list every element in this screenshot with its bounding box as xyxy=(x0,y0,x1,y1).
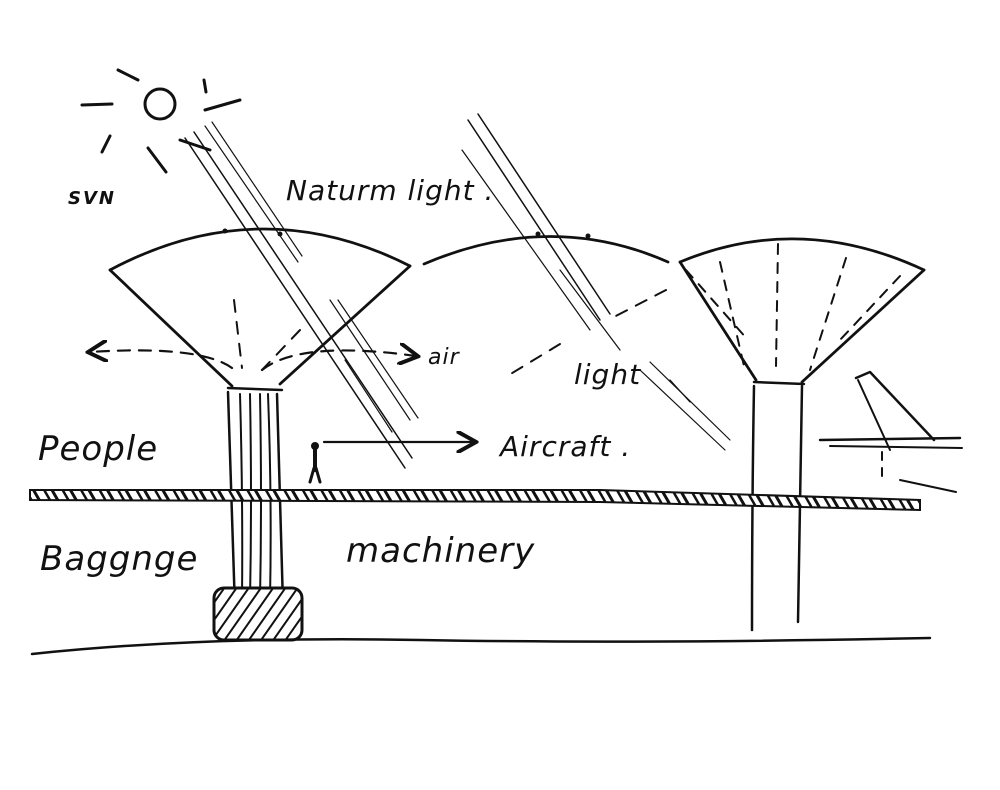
roof-canopy-2 xyxy=(422,231,670,379)
aircraft-label: Aircraft . xyxy=(498,430,631,463)
person-icon xyxy=(308,442,322,484)
roof-canopy-3 xyxy=(678,237,926,386)
sun-icon xyxy=(80,68,242,174)
aircraft-tail-sketch xyxy=(818,370,963,493)
light-label: light xyxy=(574,358,641,391)
ground-line xyxy=(30,636,932,656)
column-3 xyxy=(750,384,804,632)
floor-slab xyxy=(29,489,921,512)
air-flow-arrows xyxy=(90,350,416,372)
baggage-hatched-block xyxy=(212,586,304,642)
natural-light-label: Naturm light . xyxy=(286,174,494,207)
air-label: air xyxy=(428,345,461,370)
people-label: People xyxy=(38,429,158,469)
roof-canopy-1 xyxy=(108,227,412,392)
machinery-label: machinery xyxy=(346,531,535,571)
baggage-label: Baggnge xyxy=(40,539,198,579)
skylight-rays xyxy=(461,113,731,451)
sun-label: SVN xyxy=(68,188,116,209)
